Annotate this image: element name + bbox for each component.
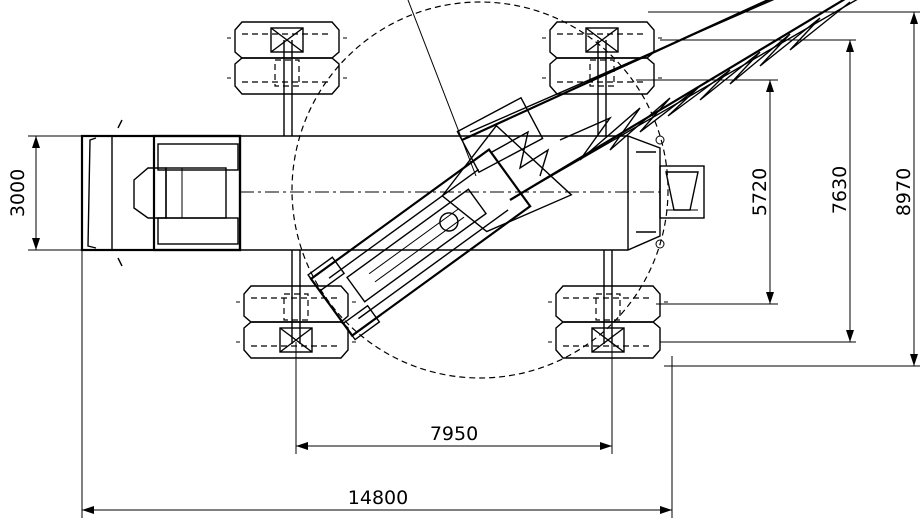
- dimension-14800: 14800: [81, 250, 673, 518]
- dimension-7630: 7630: [660, 39, 856, 343]
- carrier-body: [80, 119, 705, 267]
- leader-line: [407, 0, 477, 177]
- rear-counterweight: [659, 165, 705, 219]
- outrigger-pad-rear-left: [541, 21, 663, 95]
- dimension-label-7630: 7630: [829, 166, 851, 214]
- dimension-8970: 8970: [648, 11, 920, 367]
- dimension-3000: 3000: [7, 135, 82, 251]
- superstructure: [307, 124, 573, 341]
- dimension-7950: 7950: [295, 342, 613, 454]
- dimension-label-7950: 7950: [430, 423, 478, 445]
- dimension-label-5720: 5720: [749, 168, 771, 216]
- slewing-circle: [291, 1, 669, 379]
- cab: [133, 134, 242, 252]
- outrigger-pad-rear-right: [547, 285, 669, 359]
- outrigger-pad-front-left: [226, 21, 348, 95]
- dimension-label-8970: 8970: [893, 168, 915, 216]
- dimension-label-14800: 14800: [348, 487, 408, 509]
- dimension-label-3000: 3000: [7, 169, 29, 217]
- outrigger-beams: [283, 40, 613, 344]
- lattice-boom: [456, 0, 858, 201]
- dimension-5720: 5720: [636, 79, 778, 305]
